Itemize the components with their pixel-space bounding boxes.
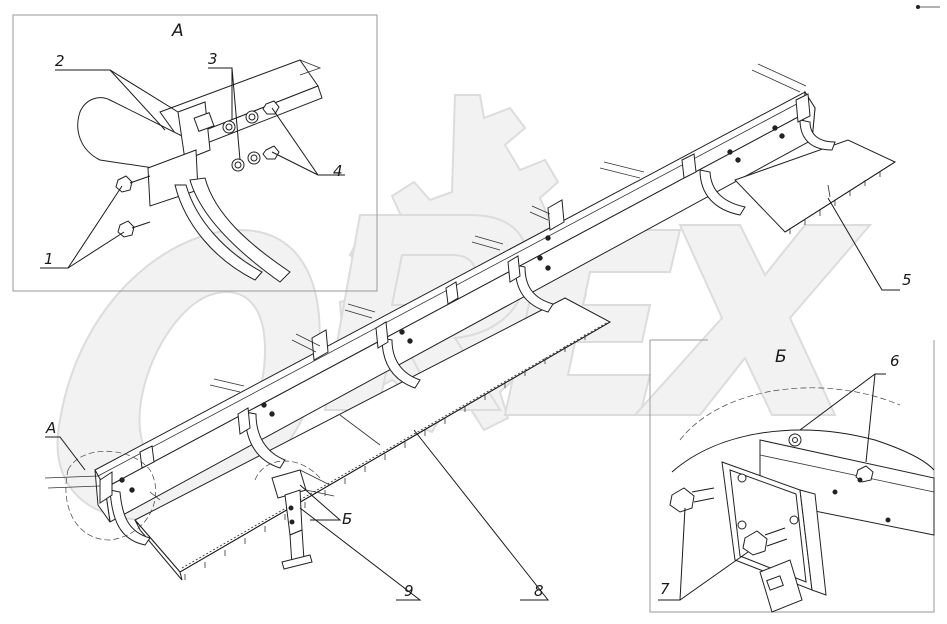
marker-a: А: [45, 419, 56, 437]
corner-mark: [916, 5, 940, 9]
tine-5: [699, 169, 746, 216]
callout-5: 5: [902, 271, 912, 289]
callout-2: 2: [55, 52, 65, 70]
detail-a-title: А: [171, 21, 184, 41]
callout-3: 3: [208, 50, 218, 68]
beam-brackets: [99, 93, 811, 504]
callout-6: 6: [890, 352, 900, 370]
detail-a-nuts: [222, 100, 280, 172]
detail-view-a: А 2 3 4 1: [12, 14, 378, 292]
callout-4: 4: [333, 162, 343, 180]
detail-b-frame: [649, 340, 935, 613]
detail-a-frame: [12, 14, 378, 292]
main-callouts: А Б 5 8 9: [45, 197, 912, 601]
tines: [109, 119, 836, 546]
detail-view-b: Б 6 7: [649, 339, 935, 613]
tine-6: [799, 119, 836, 151]
cut-stubs: [44, 63, 807, 489]
callout-7: 7: [660, 580, 670, 598]
support-stand: [254, 460, 335, 570]
detail-b-title: Б: [775, 347, 787, 367]
marker-b: Б: [342, 510, 352, 528]
detail-a-bolts: [115, 175, 151, 238]
callout-1: 1: [44, 250, 54, 268]
right-shield: [734, 139, 897, 234]
beam-bolt-holes: [119, 125, 785, 493]
callout-9: 9: [404, 582, 414, 600]
trough-shield: [134, 297, 612, 581]
tine-2: [244, 411, 286, 469]
watermark-letter-x: [632, 224, 873, 416]
tine-3: [381, 337, 421, 389]
tine-4: [514, 264, 554, 313]
detail-a-marker: [65, 451, 157, 541]
callout-8: 8: [534, 582, 544, 600]
tine-1: [109, 489, 151, 546]
